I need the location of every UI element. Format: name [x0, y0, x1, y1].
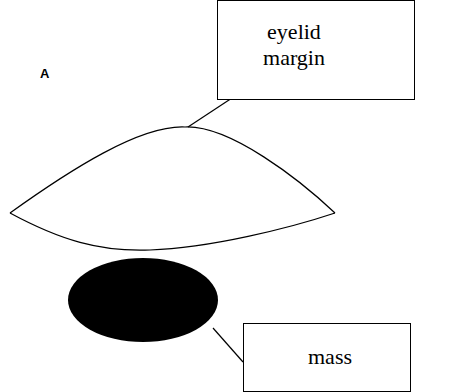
panel-letter: A	[40, 66, 49, 81]
leader-line	[213, 328, 243, 362]
callout-text: mass	[270, 344, 390, 370]
callout-box: eyelid margin	[217, 0, 415, 100]
leader-line	[188, 98, 232, 127]
callout-text: eyelid margin	[238, 19, 350, 71]
lower-eyelid-line	[10, 213, 335, 250]
upper-eyelid-line	[10, 127, 335, 213]
mass-ellipse	[68, 258, 218, 342]
callout-box: mass	[243, 323, 411, 392]
